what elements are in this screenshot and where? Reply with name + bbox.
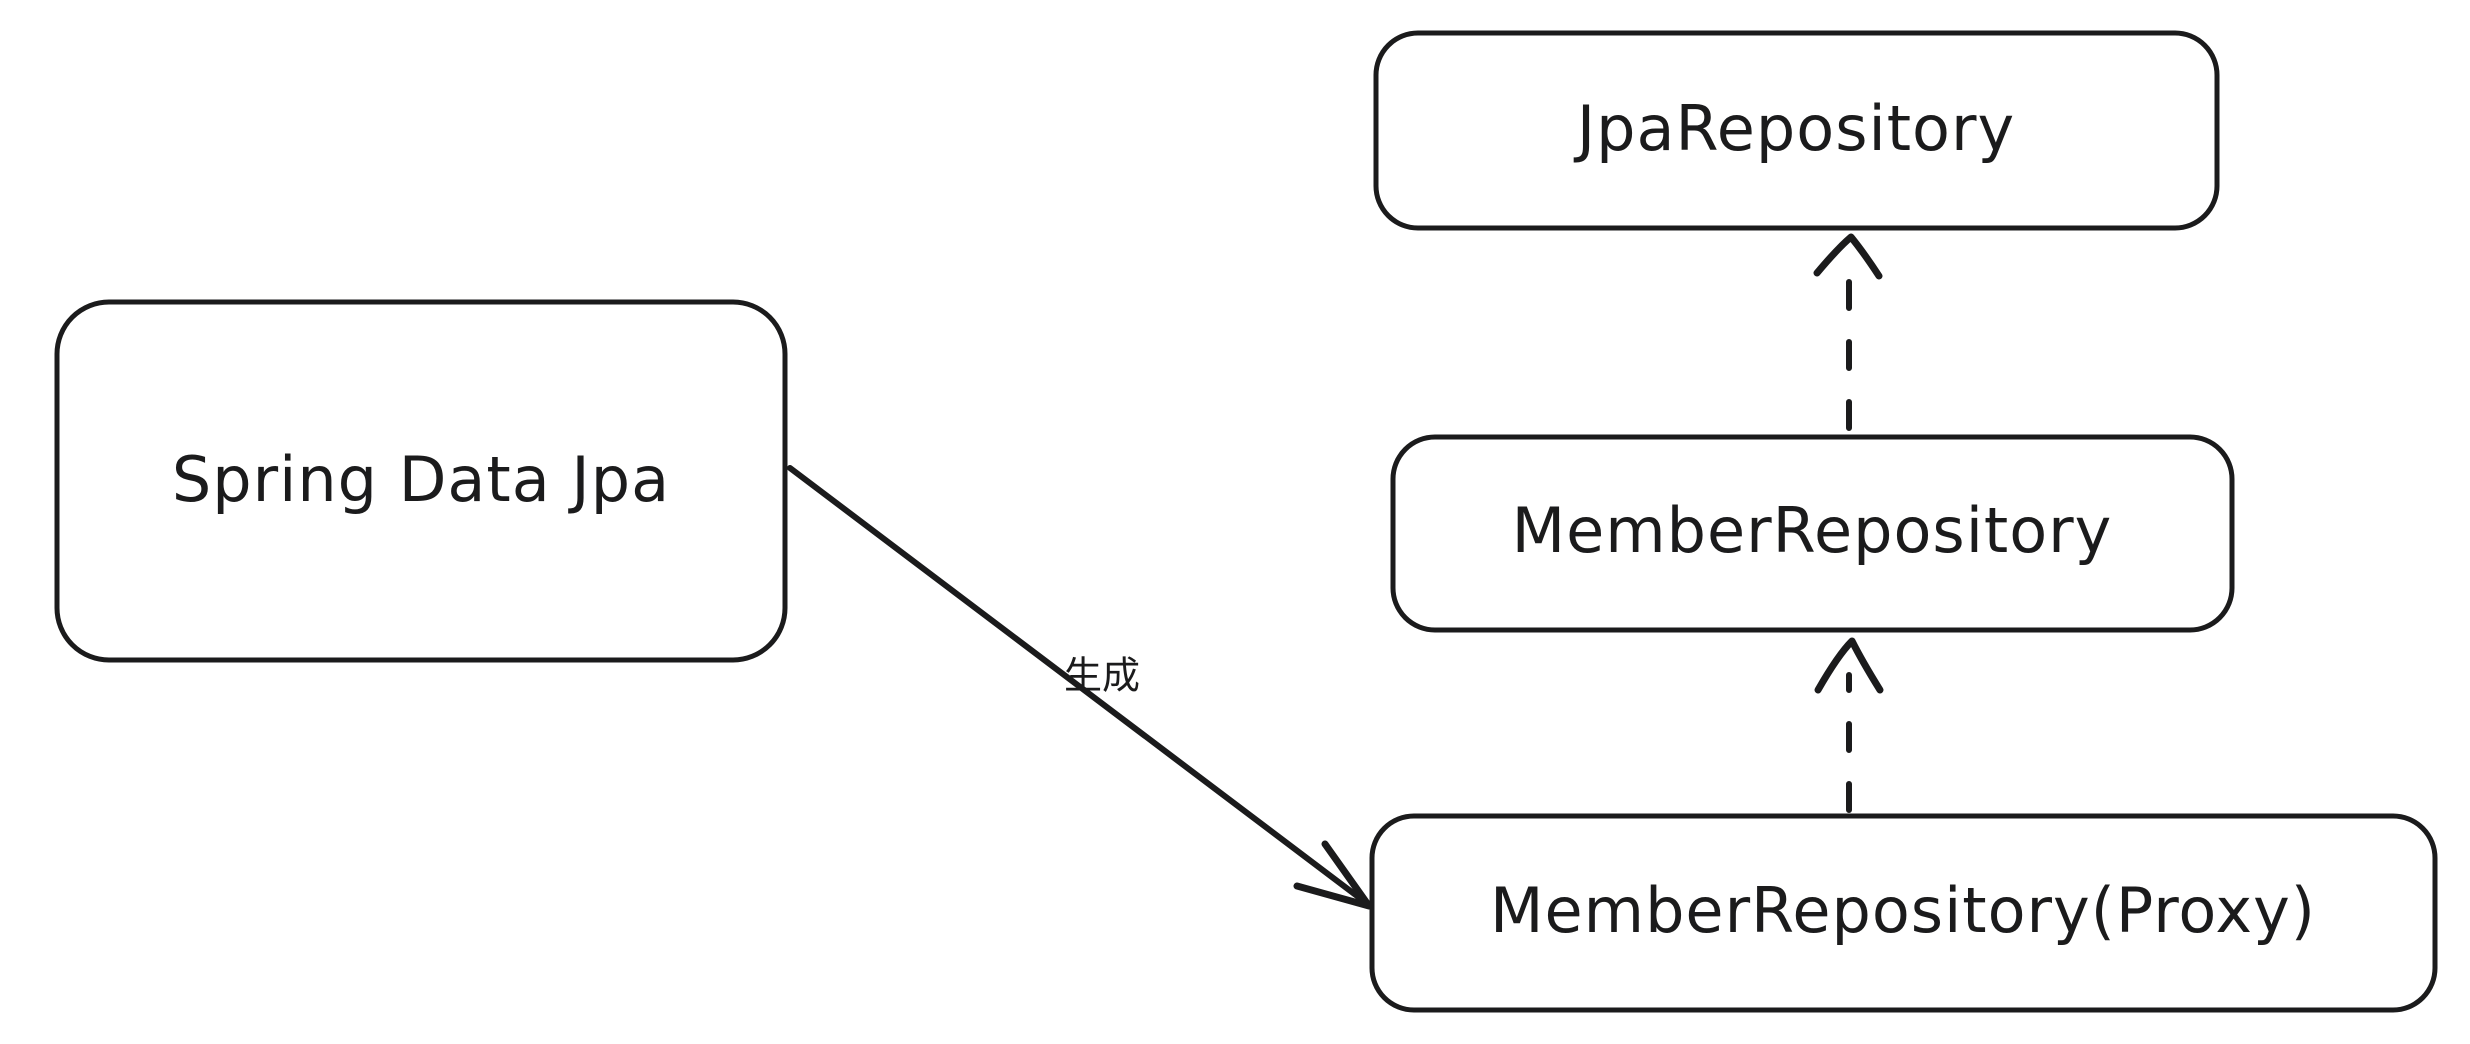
edge-label-generate: 生成 xyxy=(1064,654,1140,698)
node-jpa-repository-label: JpaRepository xyxy=(1573,92,2015,165)
edge-spring-to-proxy-arrowhead xyxy=(1293,840,1373,910)
edge-proxy-to-member-arrowhead xyxy=(1814,637,1884,694)
node-jpa-repository[interactable]: JpaRepository xyxy=(1373,30,2220,231)
node-member-repository[interactable]: MemberRepository xyxy=(1390,434,2235,633)
edge-spring-to-proxy: 生成 xyxy=(787,465,1373,910)
node-member-repository-box[interactable] xyxy=(1390,434,2235,633)
edge-proxy-to-member xyxy=(1814,637,1884,813)
edge-member-to-jpa xyxy=(1813,233,1883,431)
node-jpa-repository-box[interactable] xyxy=(1373,30,2220,231)
node-spring-data-jpa[interactable]: Spring Data Jpa xyxy=(54,299,788,663)
node-member-repository-proxy-label: MemberRepository(Proxy) xyxy=(1490,874,2316,947)
node-member-repository-proxy[interactable]: MemberRepository(Proxy) xyxy=(1369,813,2438,1013)
node-member-repository-proxy-box[interactable] xyxy=(1369,813,2438,1013)
edge-spring-to-proxy-line xyxy=(787,465,1372,908)
node-member-repository-label: MemberRepository xyxy=(1512,494,2113,567)
node-spring-data-jpa-box[interactable] xyxy=(54,299,788,663)
edge-member-to-jpa-arrowhead xyxy=(1813,233,1883,280)
node-spring-data-jpa-label: Spring Data Jpa xyxy=(172,443,670,516)
